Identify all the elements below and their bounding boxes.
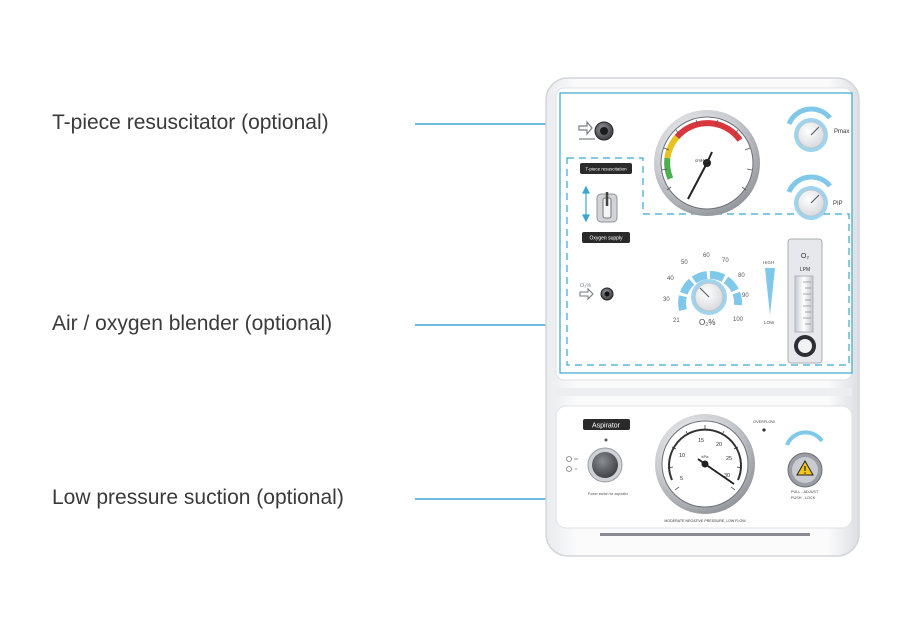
oxygen-supply-badge xyxy=(582,232,630,243)
suction-tick: 20 xyxy=(716,442,722,448)
blender-tick: 30 xyxy=(663,297,670,303)
callout-blender: Air / oxygen blender (optional) xyxy=(52,312,333,335)
gauge-unit: cmH₂O xyxy=(695,158,710,163)
flow-wedge-indicator xyxy=(765,268,775,315)
t-piece-badge-label: T-piece resuscitation xyxy=(585,167,627,172)
power-mode-icons xyxy=(566,456,578,472)
blender-highlight xyxy=(566,157,850,366)
push-lock-label: PUSH - LOCK xyxy=(791,496,816,500)
t-piece-badge xyxy=(580,163,632,174)
low-label: LOW xyxy=(764,320,775,325)
suction-gauge-unit: kPa xyxy=(702,454,710,459)
suction-tick: 5 xyxy=(680,476,683,482)
oxygen-supply-toggle[interactable] xyxy=(596,192,618,223)
suction-tick: 30 xyxy=(724,473,730,479)
high-label: HIGH xyxy=(763,260,774,265)
warning-icon xyxy=(796,459,814,476)
pmax-label: Pmax xyxy=(834,129,849,135)
o2-outlet-port[interactable] xyxy=(600,287,614,301)
suction-tick: 15 xyxy=(698,438,704,444)
flowmeter-knob[interactable] xyxy=(794,335,816,357)
moderate-pressure-label: MODERATE NEGATIVE PRESSURE, LOW FLOW xyxy=(664,519,746,523)
blender-tick: 50 xyxy=(681,260,688,266)
outlet-icon xyxy=(578,120,595,140)
oxygen-supply-label: Oxygen supply xyxy=(589,236,623,242)
switch-caption: Power switch for aspirator xyxy=(588,492,629,496)
suction-regulator-knob[interactable] xyxy=(785,430,824,488)
blender-tick: 40 xyxy=(667,276,674,282)
suction-tick: 10 xyxy=(679,453,685,459)
pip-label: PIP xyxy=(833,201,843,207)
pull-adjust-label: PULL - ADJUST xyxy=(791,490,819,494)
pip-knob[interactable] xyxy=(786,174,832,220)
flowmeter-unit: LPM xyxy=(800,267,810,273)
blender-tick: 80 xyxy=(738,273,745,279)
pmax-knob[interactable] xyxy=(786,106,832,152)
callout-arrow-t-piece xyxy=(415,120,568,128)
suction-gauge xyxy=(655,414,755,514)
blender-tick: 100 xyxy=(733,317,744,323)
callout-t-piece: T-piece resuscitator (optional) xyxy=(52,111,329,134)
callout-suction: Low pressure suction (optional) xyxy=(52,486,344,509)
overflow-indicator xyxy=(762,428,766,432)
o2-port-label: O₂% xyxy=(580,283,591,289)
power-indicator xyxy=(604,438,608,442)
aspirator-badge xyxy=(583,419,630,430)
pressure-gauge xyxy=(654,110,760,216)
aspirator-power-switch[interactable] xyxy=(587,447,623,483)
overflow-label: OVERFLOW xyxy=(753,420,775,424)
o2-percent-label: O₂% xyxy=(699,318,715,327)
t-piece-highlight xyxy=(559,92,853,374)
up-down-arrow-icon xyxy=(582,185,590,223)
blender-tick: 21 xyxy=(673,318,680,324)
blender-tick: 70 xyxy=(722,258,729,264)
blender-dial[interactable] xyxy=(678,270,743,315)
suction-tick: 25 xyxy=(726,456,732,462)
flowmeter xyxy=(787,238,823,364)
aspirator-label: Aspirator xyxy=(592,423,621,430)
t-piece-port[interactable] xyxy=(594,121,614,141)
flowmeter-title: O₂ xyxy=(801,253,809,260)
blender-tick: 60 xyxy=(703,253,710,259)
blender-tick: 90 xyxy=(742,293,749,299)
outlet-arrow-icon xyxy=(579,287,594,301)
